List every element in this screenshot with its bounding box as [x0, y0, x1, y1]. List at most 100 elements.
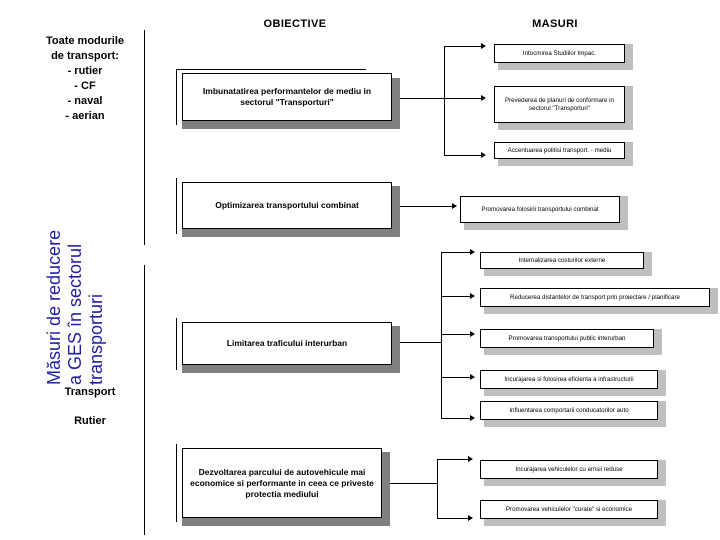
connector-obj3-branch-4: [441, 377, 471, 378]
measure-box-3-5[interactable]: Influentarea comportarii conducatorilor …: [480, 401, 658, 420]
modes-heading-line2: de transport:: [51, 50, 119, 62]
measure-3-1-shadow-right: [644, 252, 652, 272]
obj-3-left-bracket: [176, 318, 177, 370]
measure-3-1-shadow-bottom: [484, 268, 652, 276]
connector-obj4-branch-2: [437, 518, 469, 519]
column-header-measures: MASURI: [532, 18, 578, 30]
connector-obj1-branch-2: [444, 98, 482, 99]
measure-label-4-2: Promovarea vehiculelor "curate" si econo…: [505, 505, 633, 513]
measure-3-5-shadow-bottom: [484, 419, 666, 427]
brace-all-modes: [144, 30, 145, 245]
measure-4-1-shadow-bottom: [484, 478, 666, 486]
obj-2-shadow-right: [391, 186, 400, 232]
obj-4-left-bracket: [176, 444, 177, 522]
measure-1-3-shadow-right: [625, 142, 633, 162]
objective-label-1: Imbunatatirea performantelor de mediu in…: [202, 86, 372, 107]
measure-box-4-1[interactable]: Incurajarea vehiculelor cu emsii reduse: [480, 460, 658, 479]
measure-label-3-5: Influentarea comportarii conducatorilor …: [509, 406, 629, 414]
measure-box-1-1[interactable]: Intocmirea Studiilor Impac.: [494, 44, 625, 63]
measure-1-1-shadow-right: [625, 44, 633, 66]
obj-1-shadow-bottom: [182, 120, 400, 129]
obj-3-shadow-right: [391, 326, 400, 368]
arrow-obj1-measure-2: [481, 95, 486, 101]
measure-2-1-shadow-right: [620, 196, 628, 226]
connector-obj4-spine: [437, 459, 438, 519]
measure-label-3-2: Reducerea distantelor de transport prin …: [510, 293, 680, 301]
obj-1-left-bracket: [176, 69, 177, 125]
obj-4-shadow-right: [381, 452, 390, 521]
connector-obj1-branch-1: [444, 46, 482, 47]
measure-box-3-3[interactable]: Promovarea transportului public interurb…: [480, 329, 654, 348]
measure-3-2-shadow-right: [710, 288, 718, 310]
measure-label-1-2: Prevederea de planuri de conformare in s…: [504, 96, 615, 112]
measure-box-3-2[interactable]: Reducerea distantelor de transport prin …: [480, 288, 710, 307]
connector-obj4-trunk: [382, 483, 438, 484]
connector-obj1-branch-3: [444, 155, 482, 156]
measure-2-1-shadow-bottom: [464, 222, 628, 230]
measure-box-3-1[interactable]: Internalizarea costurilor externe: [480, 252, 644, 269]
objective-box-1[interactable]: Imbunatatirea performantelor de mediu in…: [182, 73, 392, 121]
arrow-obj2-measure-1: [452, 203, 457, 209]
connector-obj4-branch-1: [437, 459, 469, 460]
measure-4-2-shadow-bottom: [484, 518, 666, 526]
measure-box-3-4[interactable]: Incurajarea si folosirea eficienta a inf…: [480, 370, 658, 389]
measure-3-3-shadow-right: [654, 329, 662, 351]
arrow-obj3-measure-2: [470, 293, 475, 299]
arrow-obj1-measure-3: [481, 152, 486, 158]
obj-1-shadow-right: [391, 78, 400, 124]
measure-3-4-shadow-bottom: [484, 388, 666, 396]
objective-box-2[interactable]: Optimizarea transportului combinat: [182, 182, 392, 229]
modes-heading-line1: Toate modurile: [45, 35, 125, 47]
measure-box-1-2[interactable]: Prevederea de planuri de conformare in s…: [494, 86, 625, 123]
mode-item-cf: - CF: [74, 80, 96, 92]
slide-vertical-title: Măsuri de reducere a GES în sectorul tra…: [44, 229, 106, 385]
objective-label-4: Dezvoltarea parcului de autovehicule mai…: [190, 466, 374, 499]
measure-label-3-4: Incurajarea si folosirea eficienta a inf…: [504, 375, 634, 383]
measure-box-2-1[interactable]: Promovarea folosirii transportului combi…: [460, 196, 620, 223]
sub-label-transport: Transport: [64, 386, 116, 398]
arrow-obj3-measure-5: [470, 415, 475, 421]
connector-obj1-spine: [444, 46, 445, 156]
arrow-obj1-measure-1: [481, 43, 486, 49]
connector-obj3-branch-2: [441, 296, 471, 297]
measure-label-1-1: Intocmirea Studiilor Impac.: [522, 49, 597, 57]
mode-item-naval: - naval: [67, 95, 103, 107]
connector-obj3-branch-5: [441, 418, 471, 419]
obj-2-shadow-bottom: [182, 228, 400, 237]
connector-obj2-trunk: [392, 206, 454, 207]
brace-road-transport: [144, 265, 145, 535]
objective-box-3[interactable]: Limitarea traficului interurban: [182, 322, 392, 365]
measure-label-3-1: Internalizarea costurilor externe: [518, 256, 606, 264]
mode-item-aerian: - aerian: [65, 110, 105, 122]
connector-obj3-trunk: [392, 342, 442, 343]
arrow-obj3-measure-3: [470, 331, 475, 337]
connector-obj3-branch-3: [441, 334, 471, 335]
measure-4-2-shadow-right: [658, 500, 666, 522]
sub-label-rutier: Rutier: [74, 415, 106, 427]
measure-label-3-3: Promovarea transportului public interurb…: [508, 334, 626, 342]
arrow-obj4-measure-1: [468, 456, 473, 462]
measure-1-2-shadow-bottom: [498, 122, 633, 130]
measure-box-4-2[interactable]: Promovarea vehiculelor "curate" si econo…: [480, 500, 658, 519]
objective-box-4[interactable]: Dezvoltarea parcului de autovehicule mai…: [182, 448, 382, 518]
measure-1-1-shadow-bottom: [498, 62, 633, 70]
connector-obj1-trunk: [392, 98, 445, 99]
measure-3-2-shadow-bottom: [484, 306, 718, 314]
measure-3-5-shadow-right: [658, 401, 666, 423]
measure-1-3-shadow-bottom: [498, 158, 633, 166]
mode-item-rutier: - rutier: [67, 65, 103, 77]
measure-4-1-shadow-right: [658, 460, 666, 482]
objective-label-2: Optimizarea transportului combinat: [215, 200, 359, 210]
measure-label-4-1: Incurajarea vehiculelor cu emsii reduse: [515, 465, 623, 473]
obj-3-shadow-bottom: [182, 364, 400, 373]
obj-2-left-bracket: [176, 178, 177, 234]
arrow-obj3-measure-4: [470, 374, 475, 380]
measure-label-1-3: Accentuarea politisi transport. - mediu: [507, 146, 612, 154]
measure-box-1-3[interactable]: Accentuarea politisi transport. - mediu: [494, 142, 625, 159]
transport-modes-legend: Toate modurile de transport: - rutier - …: [20, 34, 150, 124]
objective-label-3: Limitarea traficului interurban: [226, 338, 348, 348]
arrow-obj3-measure-1: [470, 249, 475, 255]
connector-obj3-branch-1: [441, 252, 471, 253]
measure-label-2-1: Promovarea folosirii transportului combi…: [481, 205, 599, 213]
